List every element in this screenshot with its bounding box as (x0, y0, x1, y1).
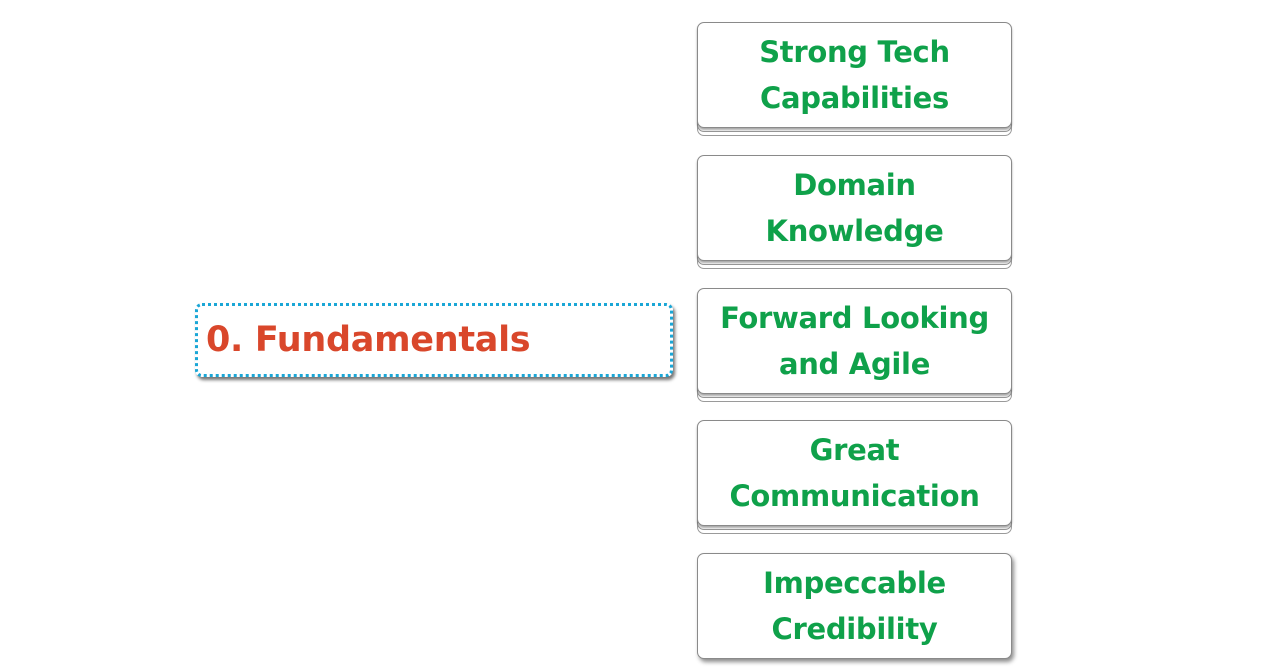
root-topic[interactable]: 0. Fundamentals (195, 303, 673, 377)
subtopic-label: Great Communication (729, 433, 980, 513)
subtopic-impeccable-credibility[interactable]: Impeccable Credibility (697, 553, 1012, 659)
subtopic-strong-tech-capabilities[interactable]: Strong Tech Capabilities (697, 22, 1012, 136)
subtopic-forward-looking-and-agile[interactable]: Forward Looking and Agile (697, 288, 1012, 402)
subtopic-label: Domain Knowledge (765, 168, 944, 248)
subtopic-great-communication[interactable]: Great Communication (697, 420, 1012, 534)
root-topic-label: 0. Fundamentals (206, 319, 531, 360)
subtopic-card: Domain Knowledge (697, 155, 1012, 261)
subtopic-card: Impeccable Credibility (697, 553, 1012, 659)
subtopic-label: Impeccable Credibility (763, 566, 946, 646)
subtopic-card: Great Communication (697, 420, 1012, 526)
subtopic-card: Forward Looking and Agile (697, 288, 1012, 394)
subtopic-card: Strong Tech Capabilities (697, 22, 1012, 128)
subtopic-label: Forward Looking and Agile (720, 301, 989, 381)
subtopic-label: Strong Tech Capabilities (759, 35, 950, 115)
subtopic-domain-knowledge[interactable]: Domain Knowledge (697, 155, 1012, 269)
